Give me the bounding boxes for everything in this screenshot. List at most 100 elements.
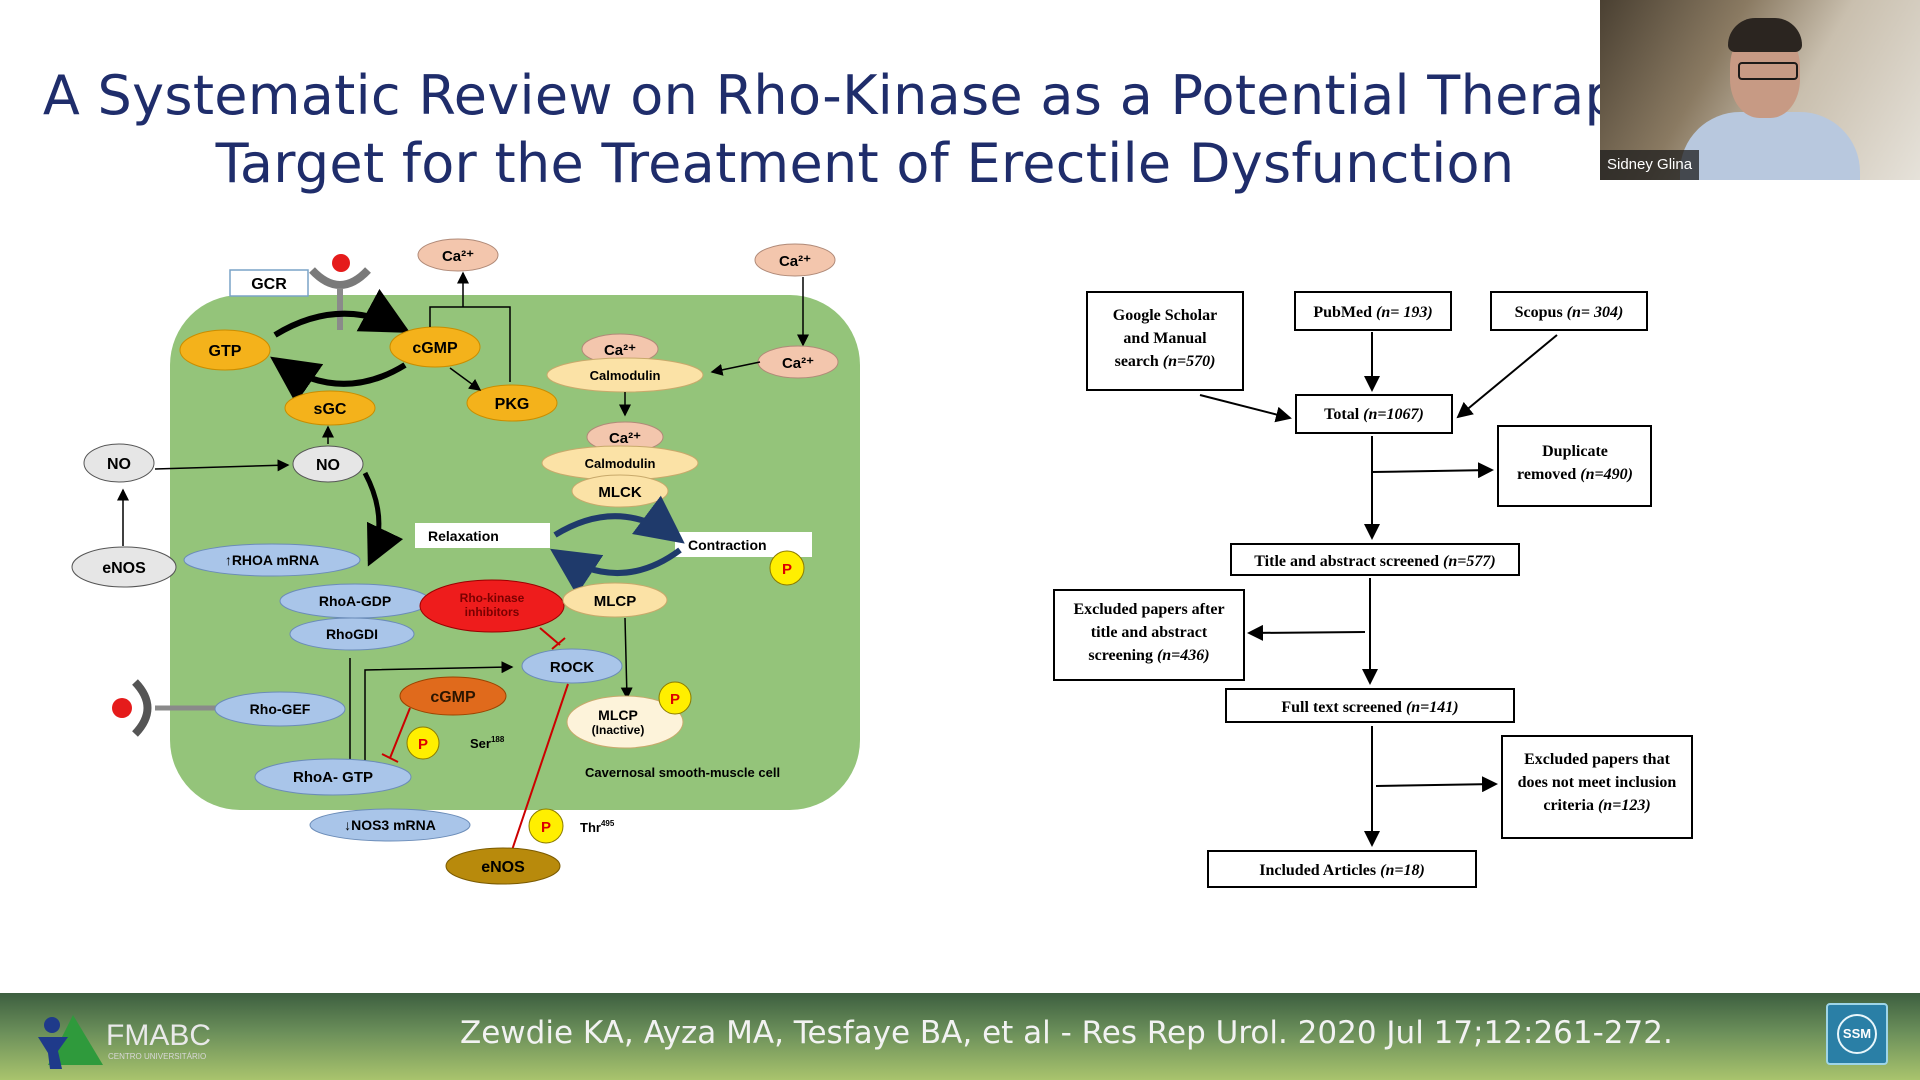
pkg-node <box>466 384 558 422</box>
receptor-left-icon <box>132 679 152 737</box>
ca-top-node <box>417 238 499 272</box>
excluded-inclusion-line-3: criteria (n=123) <box>1543 797 1650 814</box>
title-abstract-label: Title and abstract screened (n=577) <box>1254 553 1495 570</box>
ligand-left-icon <box>112 698 132 718</box>
rhoa-mrna-label: ↑RHOA mRNA <box>225 552 319 568</box>
ligand-top-icon <box>332 254 350 272</box>
pubmed-box <box>1294 291 1452 331</box>
contraction-label: Contraction <box>688 537 767 553</box>
sgc-node <box>284 390 376 426</box>
enos-bottom-label: eNOS <box>481 859 525 876</box>
slide-title-line-1: A Systematic Review on Rho-Kinase as a P… <box>42 64 1688 127</box>
pkg-label: PKG <box>495 396 530 413</box>
logo-figure-head-icon <box>44 1017 60 1033</box>
rho-gef-node <box>214 691 346 727</box>
slide-title-line-2: Target for the Treatment of Erectile Dys… <box>215 132 1515 195</box>
calmodulin2-label: Calmodulin <box>585 456 656 471</box>
phospho-mlcp-label: P <box>670 691 680 708</box>
rhogdi-node <box>289 617 415 651</box>
participant-hair <box>1728 18 1802 52</box>
rho-kinase-pathway-diagram: GCR GTP cGMP sGC PKG Ca²⁺ Ca²⁺ Ca²⁺ Ca²⁺… <box>71 238 860 885</box>
excluded-inclusion-line-2: does not meet inclusion <box>1518 774 1677 791</box>
sgc-label: sGC <box>314 401 347 418</box>
no-outer-node <box>83 443 155 483</box>
excluded-after-title-box <box>1053 589 1245 681</box>
gcr-label: GCR <box>251 276 287 293</box>
phospho-contraction-icon <box>769 550 805 586</box>
ssm-badge-icon: SSM <box>1837 1014 1877 1054</box>
fmabc-logo-text: FMABC <box>106 1019 211 1052</box>
google-scholar-line-3: search (n=570) <box>1115 353 1216 370</box>
fmabc-logo-subtitle: CENTRO UNIVERSITÁRIO <box>108 1052 206 1061</box>
participant-body <box>1680 112 1860 180</box>
phospho-thr-icon <box>528 808 564 844</box>
mlcp-node <box>562 582 668 618</box>
mlck-label: MLCK <box>598 484 641 501</box>
fmabc-logo: FMABC CENTRO UNIVERSITÁRIO <box>38 1015 211 1069</box>
nos3-mrna-label: ↓NOS3 mRNA <box>344 817 436 833</box>
ssm-badge: SSM <box>1826 1003 1888 1065</box>
enos-left-label: eNOS <box>102 560 146 577</box>
google-scholar-line-2: and Manual <box>1123 330 1207 347</box>
phospho-ser-icon <box>406 726 440 760</box>
participant-video-tile[interactable]: Sidney Glina <box>1600 0 1920 180</box>
title-abstract-box <box>1230 543 1520 576</box>
phospho-mlcp-icon <box>658 681 692 715</box>
no-inner-node <box>292 445 364 483</box>
mlcp-inactive-node <box>566 695 684 749</box>
duplicate-line-1: Duplicate <box>1542 443 1608 460</box>
rho-kinase-inhibitors-label-1: Rho-kinase <box>460 591 525 605</box>
google-scholar-line-1: Google Scholar <box>1113 307 1217 324</box>
prisma-flowchart: Google Scholar and Manual search (n=570)… <box>1053 291 1693 888</box>
rhoa-gdp-label: RhoA-GDP <box>319 593 391 609</box>
scopus-label: Scopus (n= 304) <box>1515 304 1624 321</box>
total-box <box>1295 394 1453 434</box>
calmodulin1-label: Calmodulin <box>590 368 661 383</box>
nos3-mrna-node <box>309 808 471 842</box>
ca-calmodulin2-ca-label: Ca²⁺ <box>609 430 641 447</box>
google-scholar-box <box>1086 291 1244 391</box>
full-text-box <box>1225 688 1515 723</box>
participant-name-tag: Sidney Glina <box>1600 150 1700 180</box>
cgmp-label: cGMP <box>412 340 458 357</box>
receptor-top-icon <box>309 267 371 289</box>
thr-label: Thr495 <box>580 819 615 835</box>
rhoa-mrna-node <box>183 543 361 577</box>
excluded-inclusion-box <box>1501 735 1693 839</box>
cgmp2-node <box>399 676 507 716</box>
included-articles-box <box>1207 850 1477 888</box>
ca-right-outer-label: Ca²⁺ <box>779 253 811 270</box>
gtp-node <box>179 329 271 371</box>
enos-bottom-node <box>445 847 561 885</box>
relaxation-label: Relaxation <box>428 528 499 544</box>
duplicate-box <box>1497 425 1652 507</box>
duplicate-line-2: removed (n=490) <box>1517 466 1633 483</box>
citation-text: Zewdie KA, Ayza MA, Tesfaye BA, et al - … <box>460 1015 1673 1051</box>
excluded-after-title-line-1: Excluded papers after <box>1073 601 1224 618</box>
rho-kinase-inhibitors-node <box>419 579 565 633</box>
phospho-ser-label: P <box>418 736 428 753</box>
included-articles-label: Included Articles (n=18) <box>1259 862 1425 879</box>
total-label: Total (n=1067) <box>1324 406 1424 423</box>
full-text-label: Full text screened (n=141) <box>1281 699 1458 716</box>
ca-right-outer-node <box>754 243 836 277</box>
gcr-box <box>229 269 309 297</box>
mlcp-inactive-label-2: (Inactive) <box>592 723 645 737</box>
excluded-inclusion-line-1: Excluded papers that <box>1524 751 1670 768</box>
ser-label: Ser188 <box>470 735 505 751</box>
gtp-label: GTP <box>209 343 242 360</box>
cell-label: Cavernosal smooth-muscle cell <box>585 765 780 780</box>
rock-label: ROCK <box>550 659 594 676</box>
ca-top-label: Ca²⁺ <box>442 248 474 265</box>
excluded-after-title-line-3: screening (n=436) <box>1088 647 1209 664</box>
cgmp2-label: cGMP <box>430 689 476 706</box>
mlcp-label: MLCP <box>594 593 637 610</box>
rhoa-gtp-node <box>254 758 412 796</box>
phospho-contraction-label: P <box>782 561 792 578</box>
phospho-thr-label: P <box>541 819 551 836</box>
ca-calmodulin1-ca-label: Ca²⁺ <box>604 342 636 359</box>
no-outer-label: NO <box>107 456 131 473</box>
relaxation-box <box>415 523 550 548</box>
rock-node <box>521 648 623 684</box>
rho-kinase-inhibitors-label-2: inhibitors <box>465 605 520 619</box>
